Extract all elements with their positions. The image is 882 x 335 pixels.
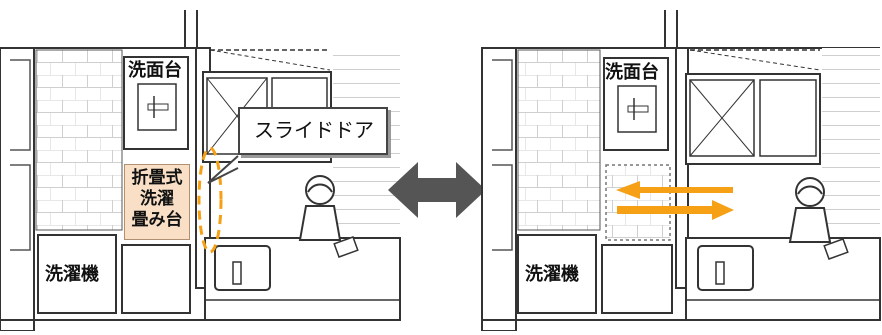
callout-text: スライドドア	[254, 118, 374, 142]
washer-label-right: 洗濯機	[525, 264, 579, 285]
folding-table-line-1: 折畳式	[131, 168, 183, 188]
folding-table	[124, 164, 190, 240]
washer-label: 洗濯機	[45, 264, 99, 285]
folding-table-line-3: 畳み台	[131, 210, 183, 230]
callout-box	[238, 107, 388, 155]
folding-table-line-2: 洗濯	[140, 189, 174, 209]
person-figure-right	[788, 177, 849, 260]
person-figure	[298, 175, 359, 258]
folding-table-label: 折畳式 洗濯 畳み台	[124, 168, 190, 231]
vanity-label: 洗面台	[128, 60, 182, 81]
slide-arrows	[616, 181, 734, 220]
double-arrow	[388, 162, 486, 218]
right-plan	[481, 10, 881, 332]
vanity-label-right: 洗面台	[605, 62, 659, 83]
